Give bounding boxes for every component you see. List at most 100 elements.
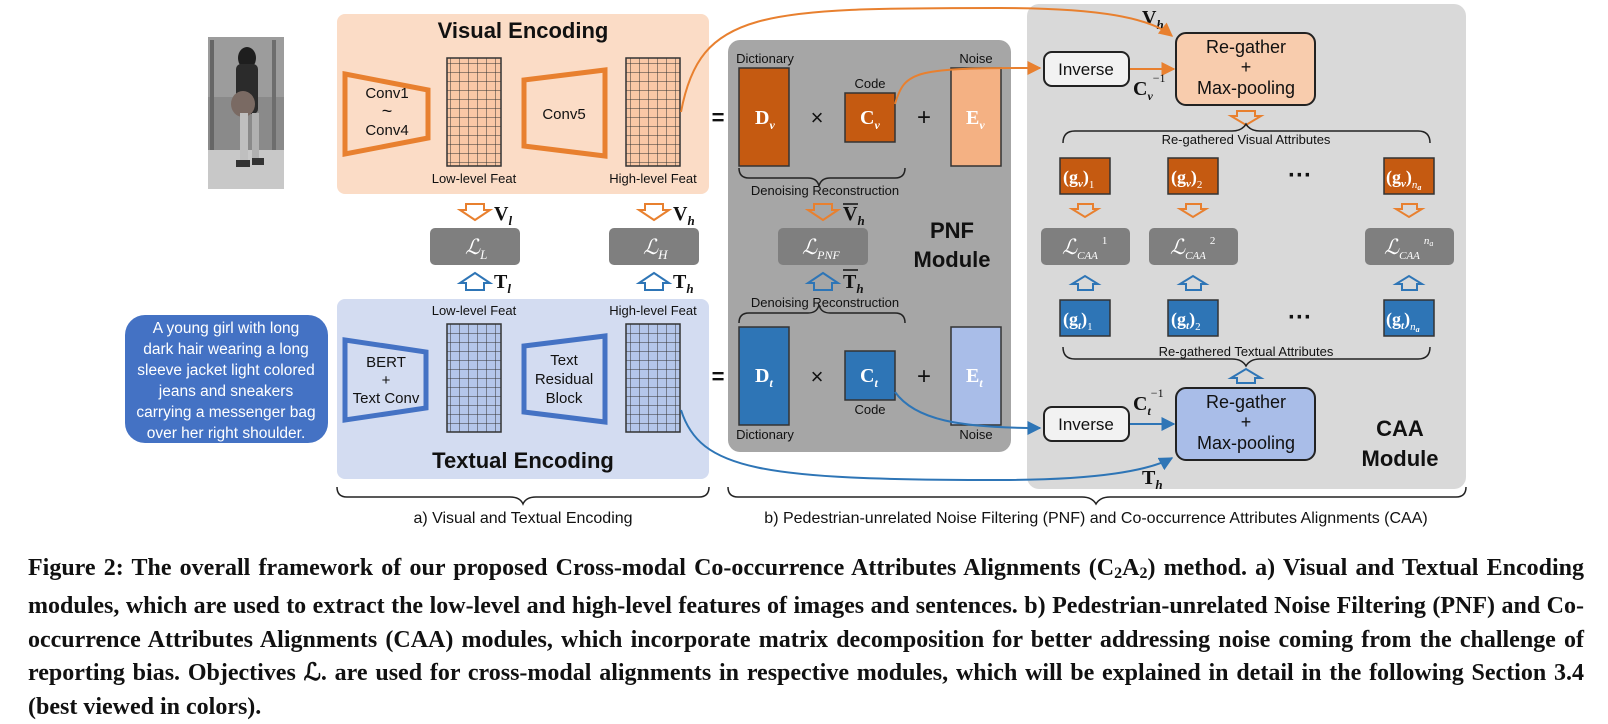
code-label-top: Code xyxy=(854,76,885,91)
inverse-label-top: Inverse xyxy=(1058,60,1114,79)
th-curve-arrow xyxy=(680,409,1174,482)
bert-text-conv-block xyxy=(342,337,429,423)
conv5-label: Conv5 xyxy=(542,106,585,123)
plus-bottom: + xyxy=(917,363,931,390)
vh-curve-arrow xyxy=(680,6,1174,113)
pnf-module-label2: Module xyxy=(914,247,991,272)
cv-matrix xyxy=(844,92,896,143)
inverse-box-bottom[interactable] xyxy=(1043,406,1130,442)
text-res-label2: Residual xyxy=(535,371,593,388)
loss-caa1-label: ℒCAA1 xyxy=(1062,235,1107,262)
gvn-box xyxy=(1383,157,1435,195)
conv1-conv4-block xyxy=(342,70,431,158)
ct-to-inverse-arrow xyxy=(894,391,1042,435)
framework-diagram: Visual Encoding Conv1 ~ Conv4 Low-level … xyxy=(125,4,1467,527)
dots-top: ··· xyxy=(1288,162,1312,189)
loss-caan-box xyxy=(1365,228,1454,265)
brace-section-a xyxy=(336,486,710,506)
vh-symbol: Vh xyxy=(673,203,695,228)
regather-up-arrow-icon xyxy=(1227,367,1265,384)
gv1-label: (gv)1 xyxy=(1063,167,1094,191)
pedestrian-image xyxy=(208,37,284,189)
pnf-module-panel xyxy=(728,40,1011,452)
vbar-arrow-icon xyxy=(804,203,842,222)
loss-caa2-box xyxy=(1149,228,1238,265)
equals-top: = xyxy=(712,105,725,130)
cv-label: Cv xyxy=(860,107,880,132)
sentence-bubble xyxy=(125,315,328,443)
textual-low-level-grid xyxy=(446,323,502,433)
denoising-label-top: Denoising Reconstruction xyxy=(751,183,899,198)
cv-inv-symbol: Cv−1 xyxy=(1133,71,1166,103)
gt1-arrow-icon xyxy=(1068,274,1102,291)
section-a-label: a) Visual and Textual Encoding xyxy=(413,510,632,527)
th-bottom-symbol: Th xyxy=(1142,467,1163,492)
vl-arrow-icon xyxy=(456,203,494,222)
dv-label: Dv xyxy=(755,107,775,132)
times-bottom: × xyxy=(811,364,824,389)
equals-bottom: = xyxy=(712,364,725,389)
visual-high-level-grid xyxy=(625,57,681,167)
text-res-label1: Text xyxy=(550,352,578,369)
et-matrix xyxy=(950,326,1002,426)
textual-encoding-title: Textual Encoding xyxy=(432,448,614,473)
brace-denoise-top xyxy=(738,167,906,187)
textual-low-level-label: Low-level Feat xyxy=(432,303,517,318)
loss-h-label: ℒH xyxy=(643,235,668,262)
regather-down-arrow-icon xyxy=(1227,110,1265,127)
times-top: × xyxy=(811,105,824,130)
gt2-box xyxy=(1167,299,1219,337)
regather-bottom-l3: Max-pooling xyxy=(1197,433,1295,453)
caa-module-label2: Module xyxy=(1362,446,1439,471)
svg-text:jeans and sneakers: jeans and sneakers xyxy=(158,383,294,400)
regather-bottom-l2: + xyxy=(1241,412,1252,432)
th-arrow-icon xyxy=(635,271,673,291)
textual-attrs-label: Re-gathered Textual Attributes xyxy=(1159,344,1334,359)
gtn-arrow-icon xyxy=(1392,274,1426,291)
regather-top-l1: Re-gather xyxy=(1206,37,1286,57)
gv2-box xyxy=(1167,157,1219,195)
vh-arrow-icon xyxy=(635,203,673,222)
gv1-arrow-icon xyxy=(1068,203,1102,219)
textual-high-level-grid xyxy=(625,323,681,433)
gt2-arrow-icon xyxy=(1176,274,1210,291)
sentence-text: A young girl with long dark hair wearing… xyxy=(136,320,315,442)
denoising-label-bottom: Denoising Reconstruction xyxy=(751,295,899,310)
regather-box-top xyxy=(1175,32,1316,106)
ct-matrix xyxy=(844,350,896,401)
loss-caan-label: ℒCAAna xyxy=(1384,235,1433,262)
conv-tilde-label: ~ xyxy=(382,101,393,121)
th-symbol: Th xyxy=(673,271,694,296)
vl-symbol: Vl xyxy=(494,203,512,228)
et-label: Et xyxy=(966,365,983,390)
brace-denoise-bottom xyxy=(738,304,906,324)
caa-module-panel xyxy=(1027,4,1466,489)
vbar-symbol: Vh xyxy=(843,203,865,228)
visual-high-level-label: High-level Feat xyxy=(609,171,697,186)
brace-textual-attrs xyxy=(1062,346,1431,368)
text-conv-label: Text Conv xyxy=(353,390,420,407)
svg-text:dark hair wearing a long: dark hair wearing a long xyxy=(143,341,308,358)
svg-text:A young girl with long: A young girl with long xyxy=(153,320,299,337)
loss-caa1-box xyxy=(1041,228,1130,265)
visual-attrs-label: Re-gathered Visual Attributes xyxy=(1162,132,1331,147)
tbar-symbol: Th xyxy=(843,271,864,296)
gv2-arrow-icon xyxy=(1176,203,1210,219)
textual-high-level-label: High-level Feat xyxy=(609,303,697,318)
dictionary-label-bottom: Dictionary xyxy=(736,427,794,442)
inverse-label-bottom: Inverse xyxy=(1058,415,1114,434)
figure-caption: Figure 2: The overall framework of our p… xyxy=(28,555,1584,720)
ct-inv-symbol: Ct−1 xyxy=(1133,386,1164,418)
svg-text:carrying a messenger bag: carrying a messenger bag xyxy=(136,404,315,421)
bert-label: BERT xyxy=(366,354,406,371)
plus-top: + xyxy=(917,104,931,131)
text-res-label3: Block xyxy=(546,390,583,407)
pnf-module-label1: PNF xyxy=(930,218,974,243)
code-label-bottom: Code xyxy=(854,402,885,417)
text-residual-block xyxy=(521,333,608,425)
tbar-arrow-icon xyxy=(804,271,842,291)
inverse-box-top[interactable] xyxy=(1043,51,1130,87)
gtn-box xyxy=(1383,299,1435,337)
gv1-box xyxy=(1059,157,1111,195)
loss-pnf-label: ℒPNF xyxy=(802,235,840,262)
